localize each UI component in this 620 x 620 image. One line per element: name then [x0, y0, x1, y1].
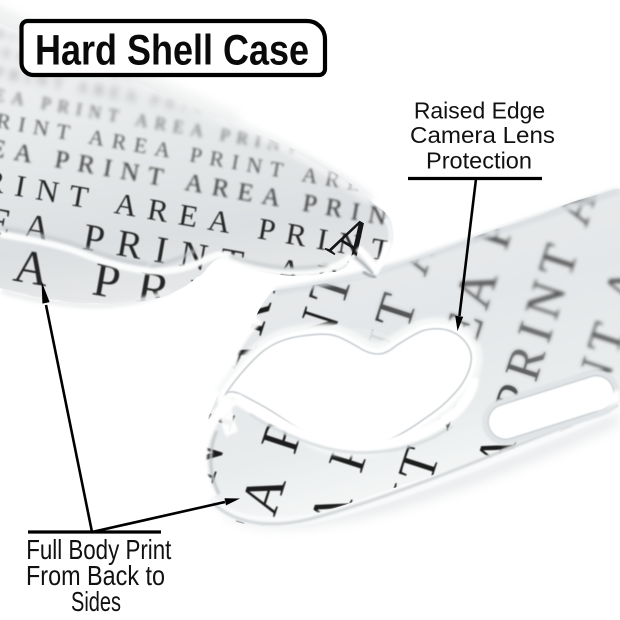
svg-text:Hard Shell Case: Hard Shell Case	[35, 28, 309, 75]
svg-text:Camera Lens: Camera Lens	[410, 122, 555, 148]
svg-text:Sides: Sides	[71, 586, 121, 617]
svg-text:Full Body Print: Full Body Print	[26, 534, 171, 565]
svg-text:Raised Edge: Raised Edge	[414, 98, 545, 124]
svg-text:From Back to: From Back to	[26, 560, 165, 591]
svg-text:Protection: Protection	[426, 148, 532, 174]
